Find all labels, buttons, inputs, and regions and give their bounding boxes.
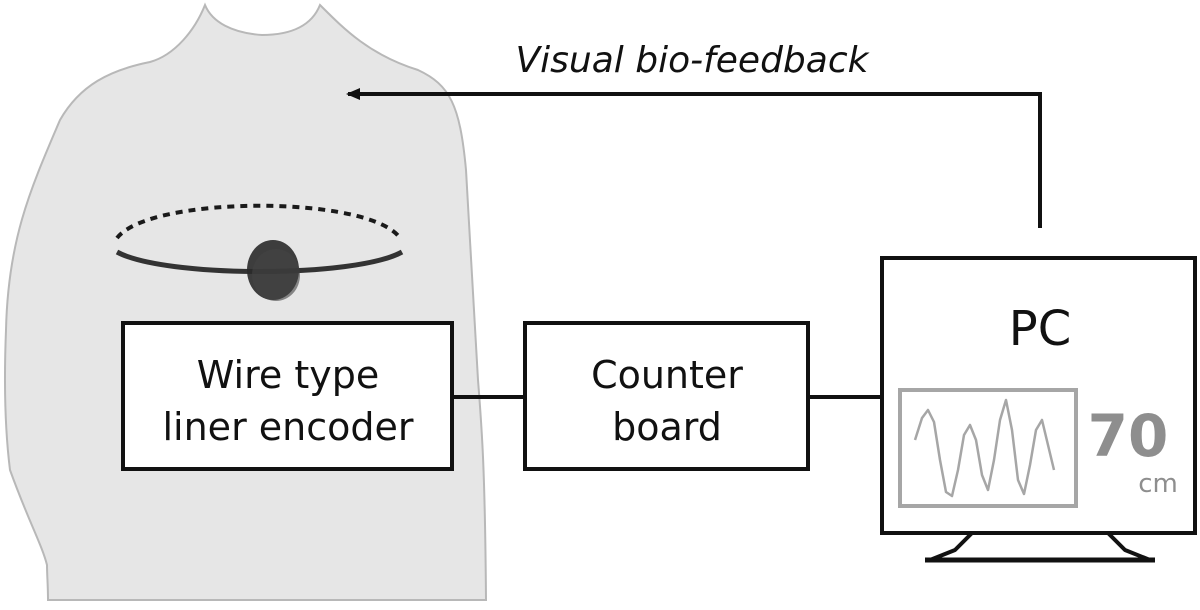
monitor-stand: [928, 531, 1152, 562]
encoder-box: Wire type liner encoder: [121, 321, 454, 471]
breathing-waveform: [913, 398, 1056, 498]
readout-unit: cm: [1138, 469, 1178, 499]
chest-band-back: [115, 203, 402, 240]
encoder-label-line2: liner encoder: [162, 405, 413, 449]
sensor-dot-shadow: [252, 249, 300, 301]
pc-label: PC: [1009, 301, 1071, 357]
pc-monitor: PC 70 cm: [880, 256, 1197, 563]
encoder-label-line1: Wire type: [197, 353, 379, 397]
counter-board-box: Counter board: [523, 321, 810, 471]
readout-value: 70: [1088, 402, 1169, 470]
feedback-label: Visual bio-feedback: [516, 40, 871, 81]
counter-label-line2: board: [612, 405, 722, 449]
feedback-arrow: [346, 88, 1042, 228]
counter-label-line1: Counter: [591, 353, 743, 397]
